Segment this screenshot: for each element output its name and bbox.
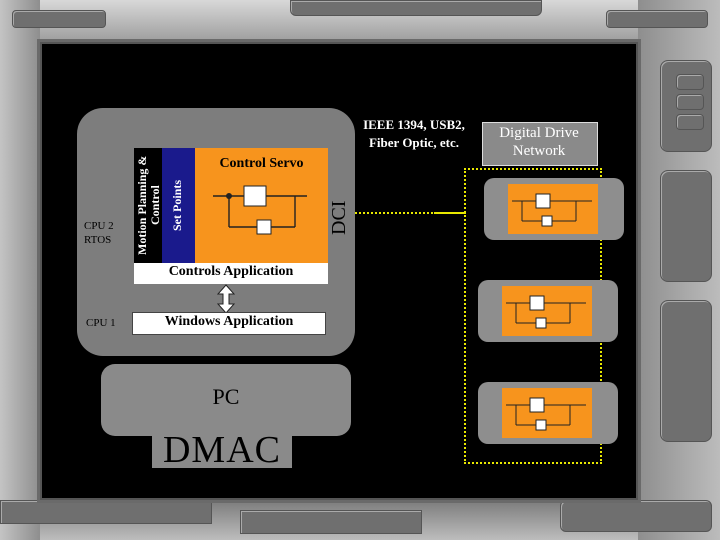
control-servo-label: Control Servo: [219, 156, 304, 171]
windows-application-box: [132, 312, 326, 335]
controls-application-label: Controls Application: [168, 264, 294, 279]
frame-bar: [240, 510, 422, 534]
frame-button: [676, 94, 704, 110]
pc-label: PC: [212, 384, 240, 409]
frame-bar: [0, 500, 212, 524]
dci-strip: [328, 148, 354, 288]
frame-bar: [660, 300, 712, 442]
set-points-bar: [162, 148, 196, 263]
network-label-box: [482, 122, 598, 166]
frame-bar: [560, 500, 712, 532]
drive-unit: [484, 178, 624, 240]
drive-unit: [478, 382, 618, 444]
frame-bar: [606, 10, 708, 28]
network-link: [434, 212, 466, 214]
controls-application-box: [134, 263, 328, 284]
frame-bar: [12, 10, 106, 28]
interface-label: IEEE 1394, USB2, Fiber Optic, etc.: [363, 117, 465, 150]
cpu2-label: CPU 2 RTOS: [84, 220, 114, 246]
network-label: Digital Drive Network: [499, 125, 579, 159]
network-link: [355, 212, 465, 214]
frame-button: [676, 114, 704, 130]
dmac-box: [152, 430, 292, 468]
frame-bar: [290, 0, 542, 16]
servo-loop-diagram: [213, 185, 307, 235]
frame-left: [0, 0, 40, 540]
windows-application-label: Windows Application: [164, 314, 294, 329]
drive-unit: [478, 280, 618, 342]
motion-planning-bar: [134, 148, 162, 263]
frame-button: [676, 74, 704, 90]
pc-box: [101, 364, 351, 436]
frame-bar: [660, 170, 712, 282]
dmac-label: DMAC: [162, 429, 282, 471]
cpu1-label: CPU 1: [86, 317, 116, 329]
